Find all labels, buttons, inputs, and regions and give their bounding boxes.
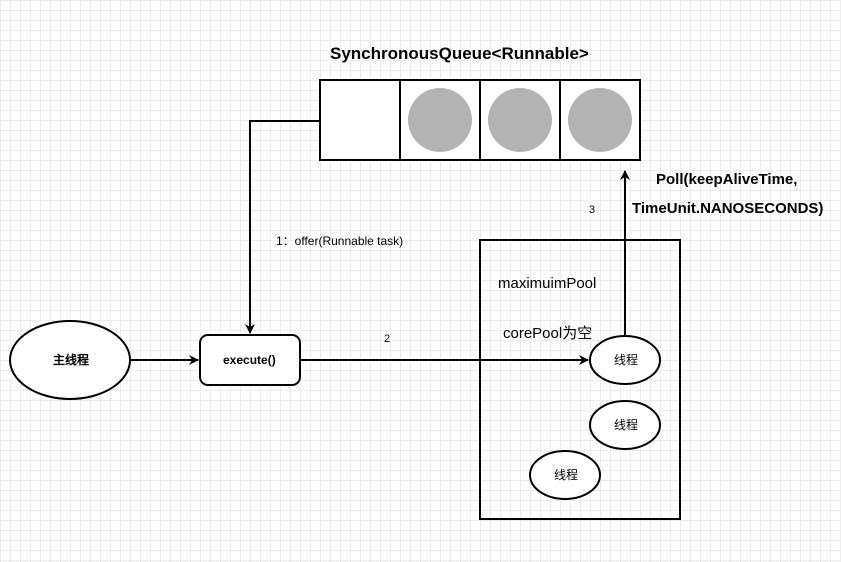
queue-title: SynchronousQueue<Runnable> [330, 44, 589, 63]
worker-thread-1-label: 线程 [614, 353, 639, 367]
queued-task-circle [408, 88, 472, 152]
step-2-label: 2 [384, 333, 391, 345]
arrow-offer [245, 120, 320, 334]
execute-label: execute() [223, 353, 276, 367]
maximum-pool-box [479, 239, 681, 520]
worker-thread-3 [529, 450, 601, 500]
worker-thread-2 [589, 400, 661, 450]
poll-label-line2: TimeUnit.NANOSECONDS) [632, 200, 824, 217]
maximum-pool-label: maximuimPool [498, 275, 597, 292]
poll-label-line1: Poll(keepAliveTime, [656, 171, 798, 188]
main-thread-label: 主线程 [53, 353, 90, 367]
synchronous-queue [319, 79, 641, 161]
core-pool-label: corePool为空 [503, 325, 593, 342]
step-3-label: 3 [589, 204, 596, 216]
worker-thread-2-label: 线程 [614, 418, 639, 432]
queued-task-circle [568, 88, 632, 152]
queue-slot-empty [319, 79, 401, 161]
worker-thread-3-label: 线程 [554, 468, 579, 482]
step-1-label: 1：offer(Runnable task) [276, 234, 404, 248]
queued-task-circle [488, 88, 552, 152]
